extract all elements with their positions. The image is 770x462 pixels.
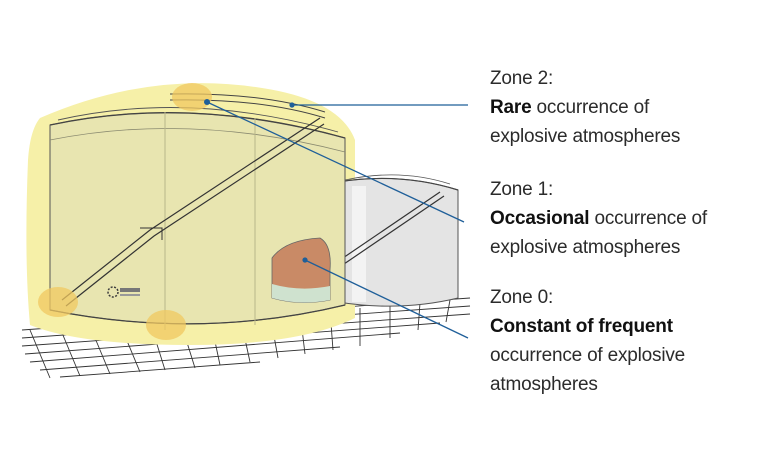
zone0-line3: atmospheres xyxy=(490,374,598,395)
zone2-point xyxy=(289,102,295,108)
tank-logo-icon xyxy=(107,286,140,298)
zone0-point xyxy=(302,257,308,263)
zone2-rest: occurrence of xyxy=(531,97,650,118)
leader-lines xyxy=(206,101,469,339)
zone0-label: Zone 0: Constant of frequent occurrence … xyxy=(490,283,685,399)
zone1-emphasis: Occasional xyxy=(490,208,590,229)
secondary-tank xyxy=(337,174,459,307)
zone2-emphasis: Rare xyxy=(490,97,532,118)
zone1-hotspots xyxy=(38,83,212,340)
zone0-title: Zone 0: xyxy=(490,287,554,308)
zone2-label: Zone 2: Rare occurrence of explosive atm… xyxy=(490,64,680,151)
zone1-line2: explosive atmospheres xyxy=(490,237,681,258)
zone0-line2: occurrence of explosive xyxy=(490,345,686,366)
zone1-label: Zone 1: Occasional occurrence of explosi… xyxy=(490,175,707,262)
zone1-title: Zone 1: xyxy=(490,179,554,200)
zone1-rest: occurrence of xyxy=(589,208,707,229)
zone2-title: Zone 2: xyxy=(490,68,554,89)
zone2-line2: explosive atmospheres xyxy=(490,126,681,147)
zone0-emphasis: Constant of frequent xyxy=(490,316,673,337)
zone0-cutaway xyxy=(271,237,331,303)
